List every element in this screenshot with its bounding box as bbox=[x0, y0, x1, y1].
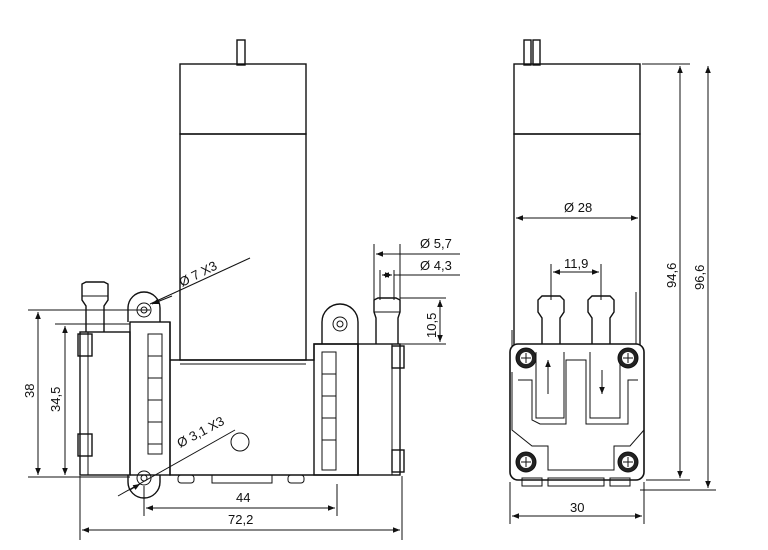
hole-large-label: Ø 7 X3 bbox=[177, 258, 220, 290]
screw-icon bbox=[617, 347, 639, 369]
outer-diameter-label: Ø 5,7 bbox=[420, 236, 452, 251]
hole-small-label: Ø 3,1 X3 bbox=[174, 413, 226, 450]
inner-diameter-label: Ø 4,3 bbox=[420, 258, 452, 273]
pump-head-side bbox=[509, 343, 645, 487]
screw-icon bbox=[515, 347, 537, 369]
screw-icon bbox=[515, 451, 537, 473]
motor-diameter-label: Ø 28 bbox=[564, 200, 592, 215]
port-spacing-label: 11,9 bbox=[564, 256, 588, 271]
height-total-side-label: 96,6 bbox=[692, 265, 707, 290]
hose-barbs-side bbox=[511, 292, 637, 346]
hose-barb-right bbox=[373, 297, 401, 344]
screw-icon bbox=[617, 451, 639, 473]
dimension-lines-front bbox=[28, 244, 460, 540]
barb-height-label: 10,5 bbox=[424, 313, 439, 338]
height-total-label: 38 bbox=[22, 384, 37, 398]
width-side-label: 30 bbox=[570, 500, 584, 515]
height-body-side-label: 94,6 bbox=[664, 263, 679, 288]
pump-housing bbox=[77, 291, 405, 499]
motor-side bbox=[513, 39, 641, 347]
hole-spacing-label: 44 bbox=[236, 490, 250, 505]
motor-body bbox=[179, 39, 307, 361]
hose-barb-left bbox=[81, 281, 109, 332]
front-view: Ø 7 X3 Ø 3,1 X3 Ø 5,7 Ø 4,3 10,5 38 34,5… bbox=[22, 39, 460, 540]
dimension-lines-side bbox=[509, 63, 716, 524]
height-body-label: 34,5 bbox=[48, 387, 63, 412]
screw-icons bbox=[515, 347, 639, 473]
side-view: Ø 28 11,9 94,6 96,6 30 bbox=[509, 39, 716, 524]
width-total-label: 72,2 bbox=[228, 512, 253, 527]
